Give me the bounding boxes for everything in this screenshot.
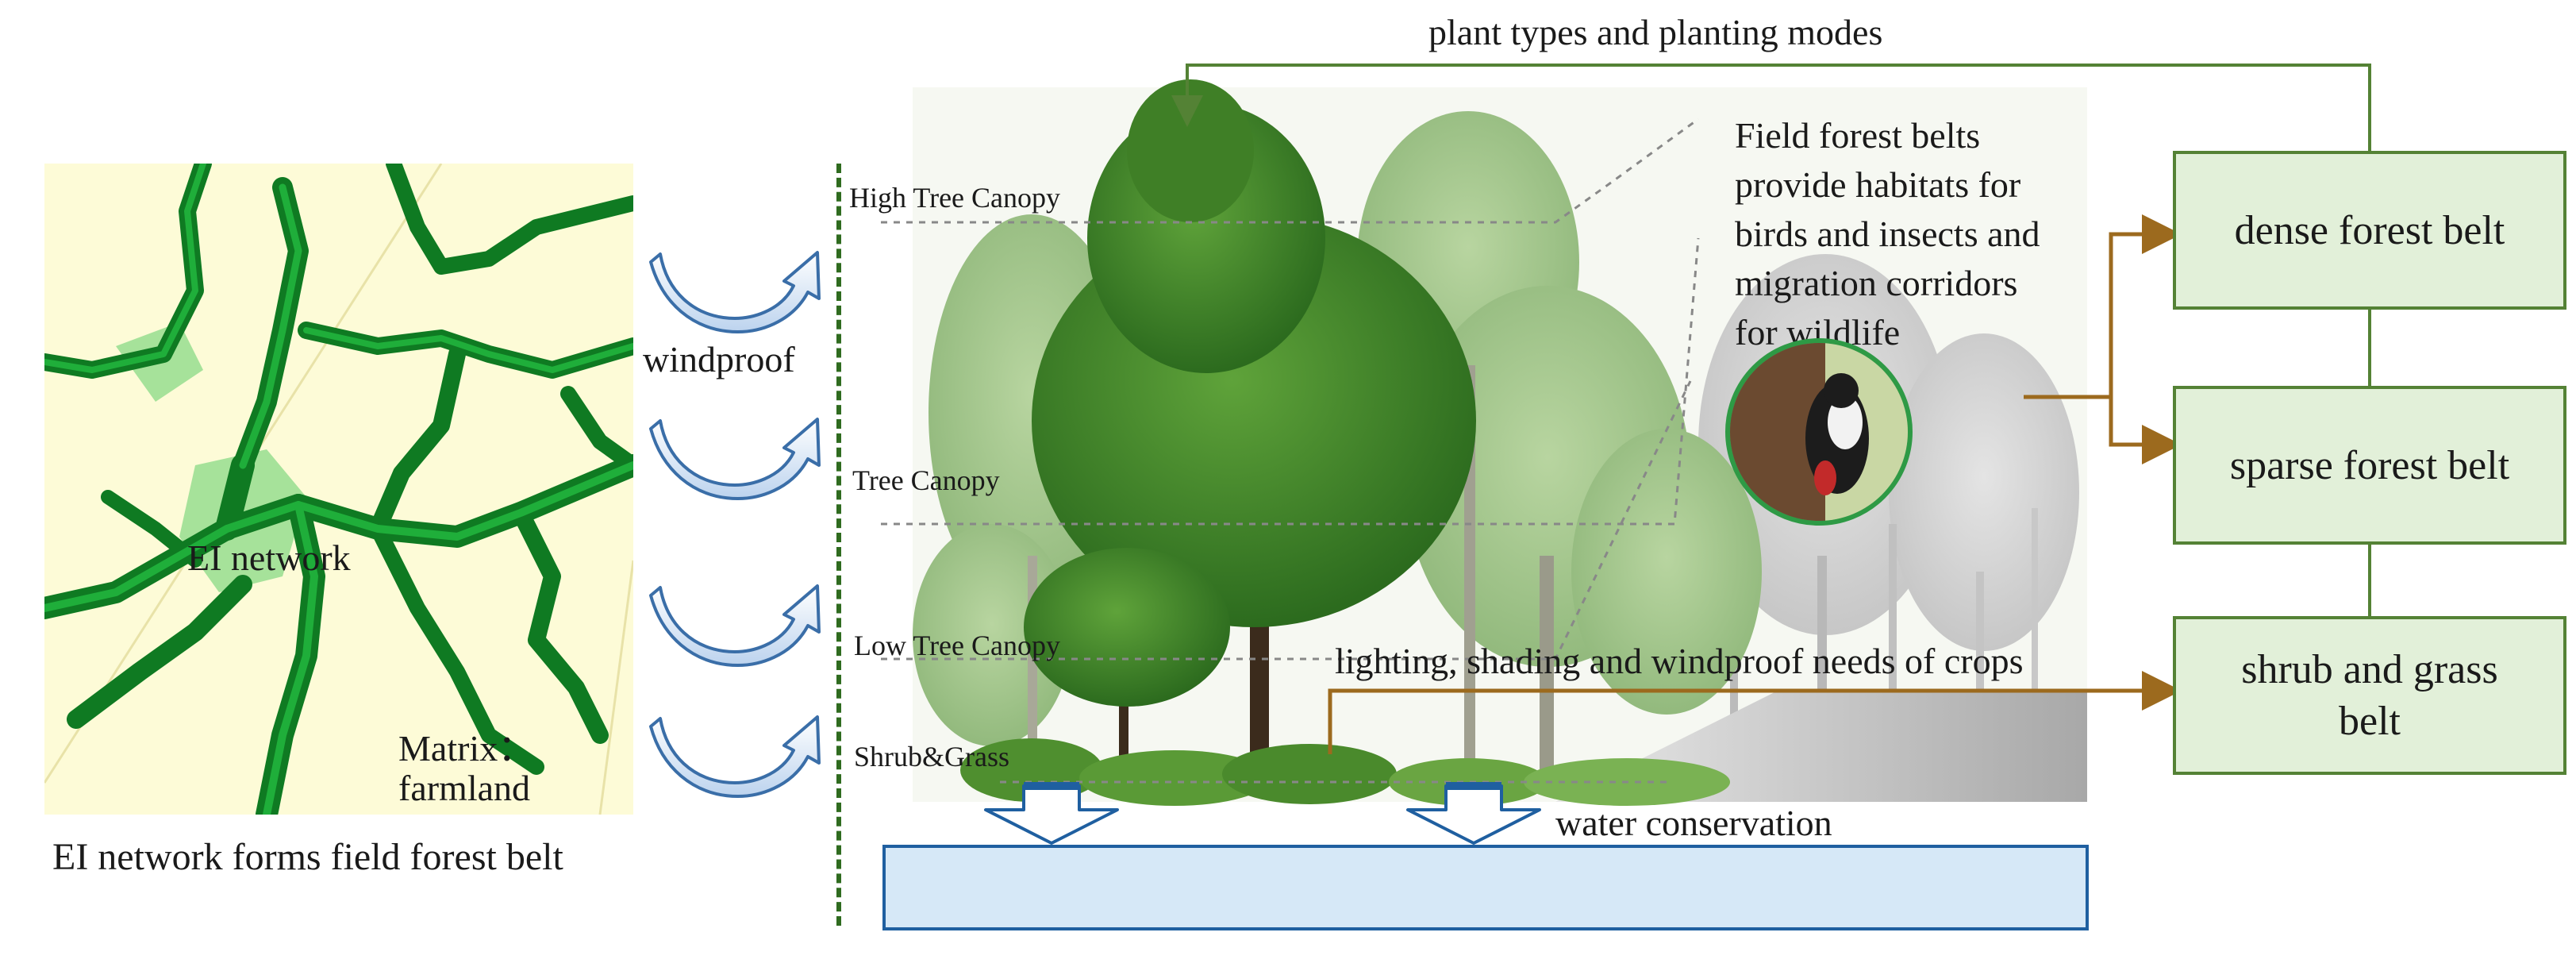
plant-types-label: plant types and planting modes — [1428, 12, 1883, 52]
habitat-line-3: birds and insects and — [1735, 214, 2040, 254]
crops-label: lighting, shading and windproof needs of… — [1335, 641, 2024, 681]
ei-network-map: EI network Matrix： farmland — [44, 164, 633, 815]
ei-network-graphic — [44, 164, 633, 815]
water-bar — [882, 845, 2089, 930]
habitat-line-2: provide habitats for — [1735, 164, 2021, 205]
shrub-grass-belt-label-1: shrub and grass — [2241, 647, 2498, 692]
layer-label-tree: Tree Canopy — [852, 464, 1000, 496]
woodpecker-icon — [1725, 338, 1913, 526]
map-caption: EI network forms field forest belt — [52, 836, 563, 878]
layer-label-shrub: Shrub&Grass — [854, 741, 1009, 772]
habitat-line-4: migration corridors — [1735, 263, 2018, 303]
dense-forest-belt-label: dense forest belt — [2234, 207, 2505, 253]
shrub-grass-belt-box: shrub and grass belt — [2173, 616, 2566, 775]
windproof-label: windproof — [643, 339, 795, 379]
habitat-line-1: Field forest belts — [1735, 115, 1981, 156]
sparse-forest-belt-label: sparse forest belt — [2229, 442, 2510, 488]
layer-label-low: Low Tree Canopy — [854, 630, 1060, 661]
dense-forest-belt-box: dense forest belt — [2173, 151, 2566, 310]
shrub-grass-belt-label-2: belt — [2339, 699, 2401, 744]
layer-lines — [881, 118, 1700, 784]
matrix-label: Matrix： — [398, 728, 535, 769]
habitat-text: Field forest belts provide habitats for … — [1735, 111, 2040, 357]
matrix-label-farmland: farmland — [398, 768, 531, 808]
network-label: EI network — [187, 537, 351, 578]
low-tree — [1024, 548, 1230, 786]
layer-label-high: High Tree Canopy — [849, 182, 1061, 214]
water-label: water conservation — [1555, 803, 1832, 843]
layer-divider — [836, 164, 841, 926]
sparse-forest-belt-box: sparse forest belt — [2173, 386, 2566, 545]
